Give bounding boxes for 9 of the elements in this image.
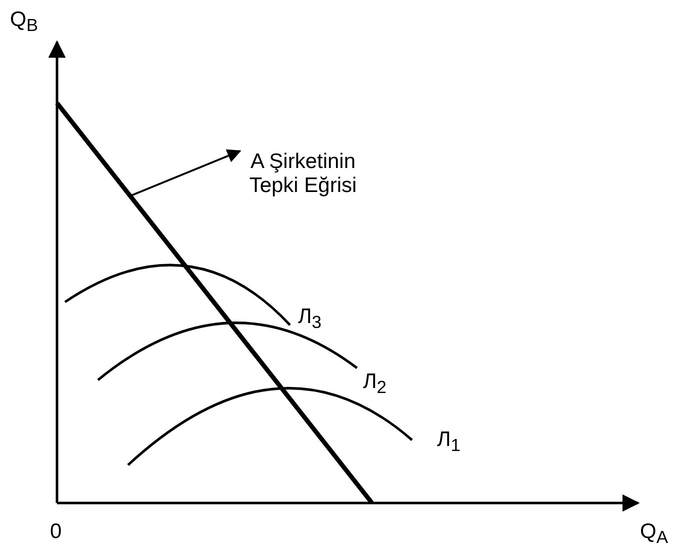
origin-label: 0 — [50, 520, 62, 544]
reaction-curve — [55, 102, 374, 504]
leader-arrow — [130, 149, 242, 197]
axis-label: Q$_{B}$ — [10, 8, 38, 38]
curve-label: Л$_{3}$ — [298, 305, 322, 334]
annotation-text: A Şirketinin Tepki Eğrisi — [244, 150, 362, 198]
axis-label: Q$_{A}$ — [640, 520, 668, 550]
curve-label: Л$_{2}$ — [363, 370, 387, 400]
curve-label: Л$_{1}$ — [437, 428, 461, 458]
